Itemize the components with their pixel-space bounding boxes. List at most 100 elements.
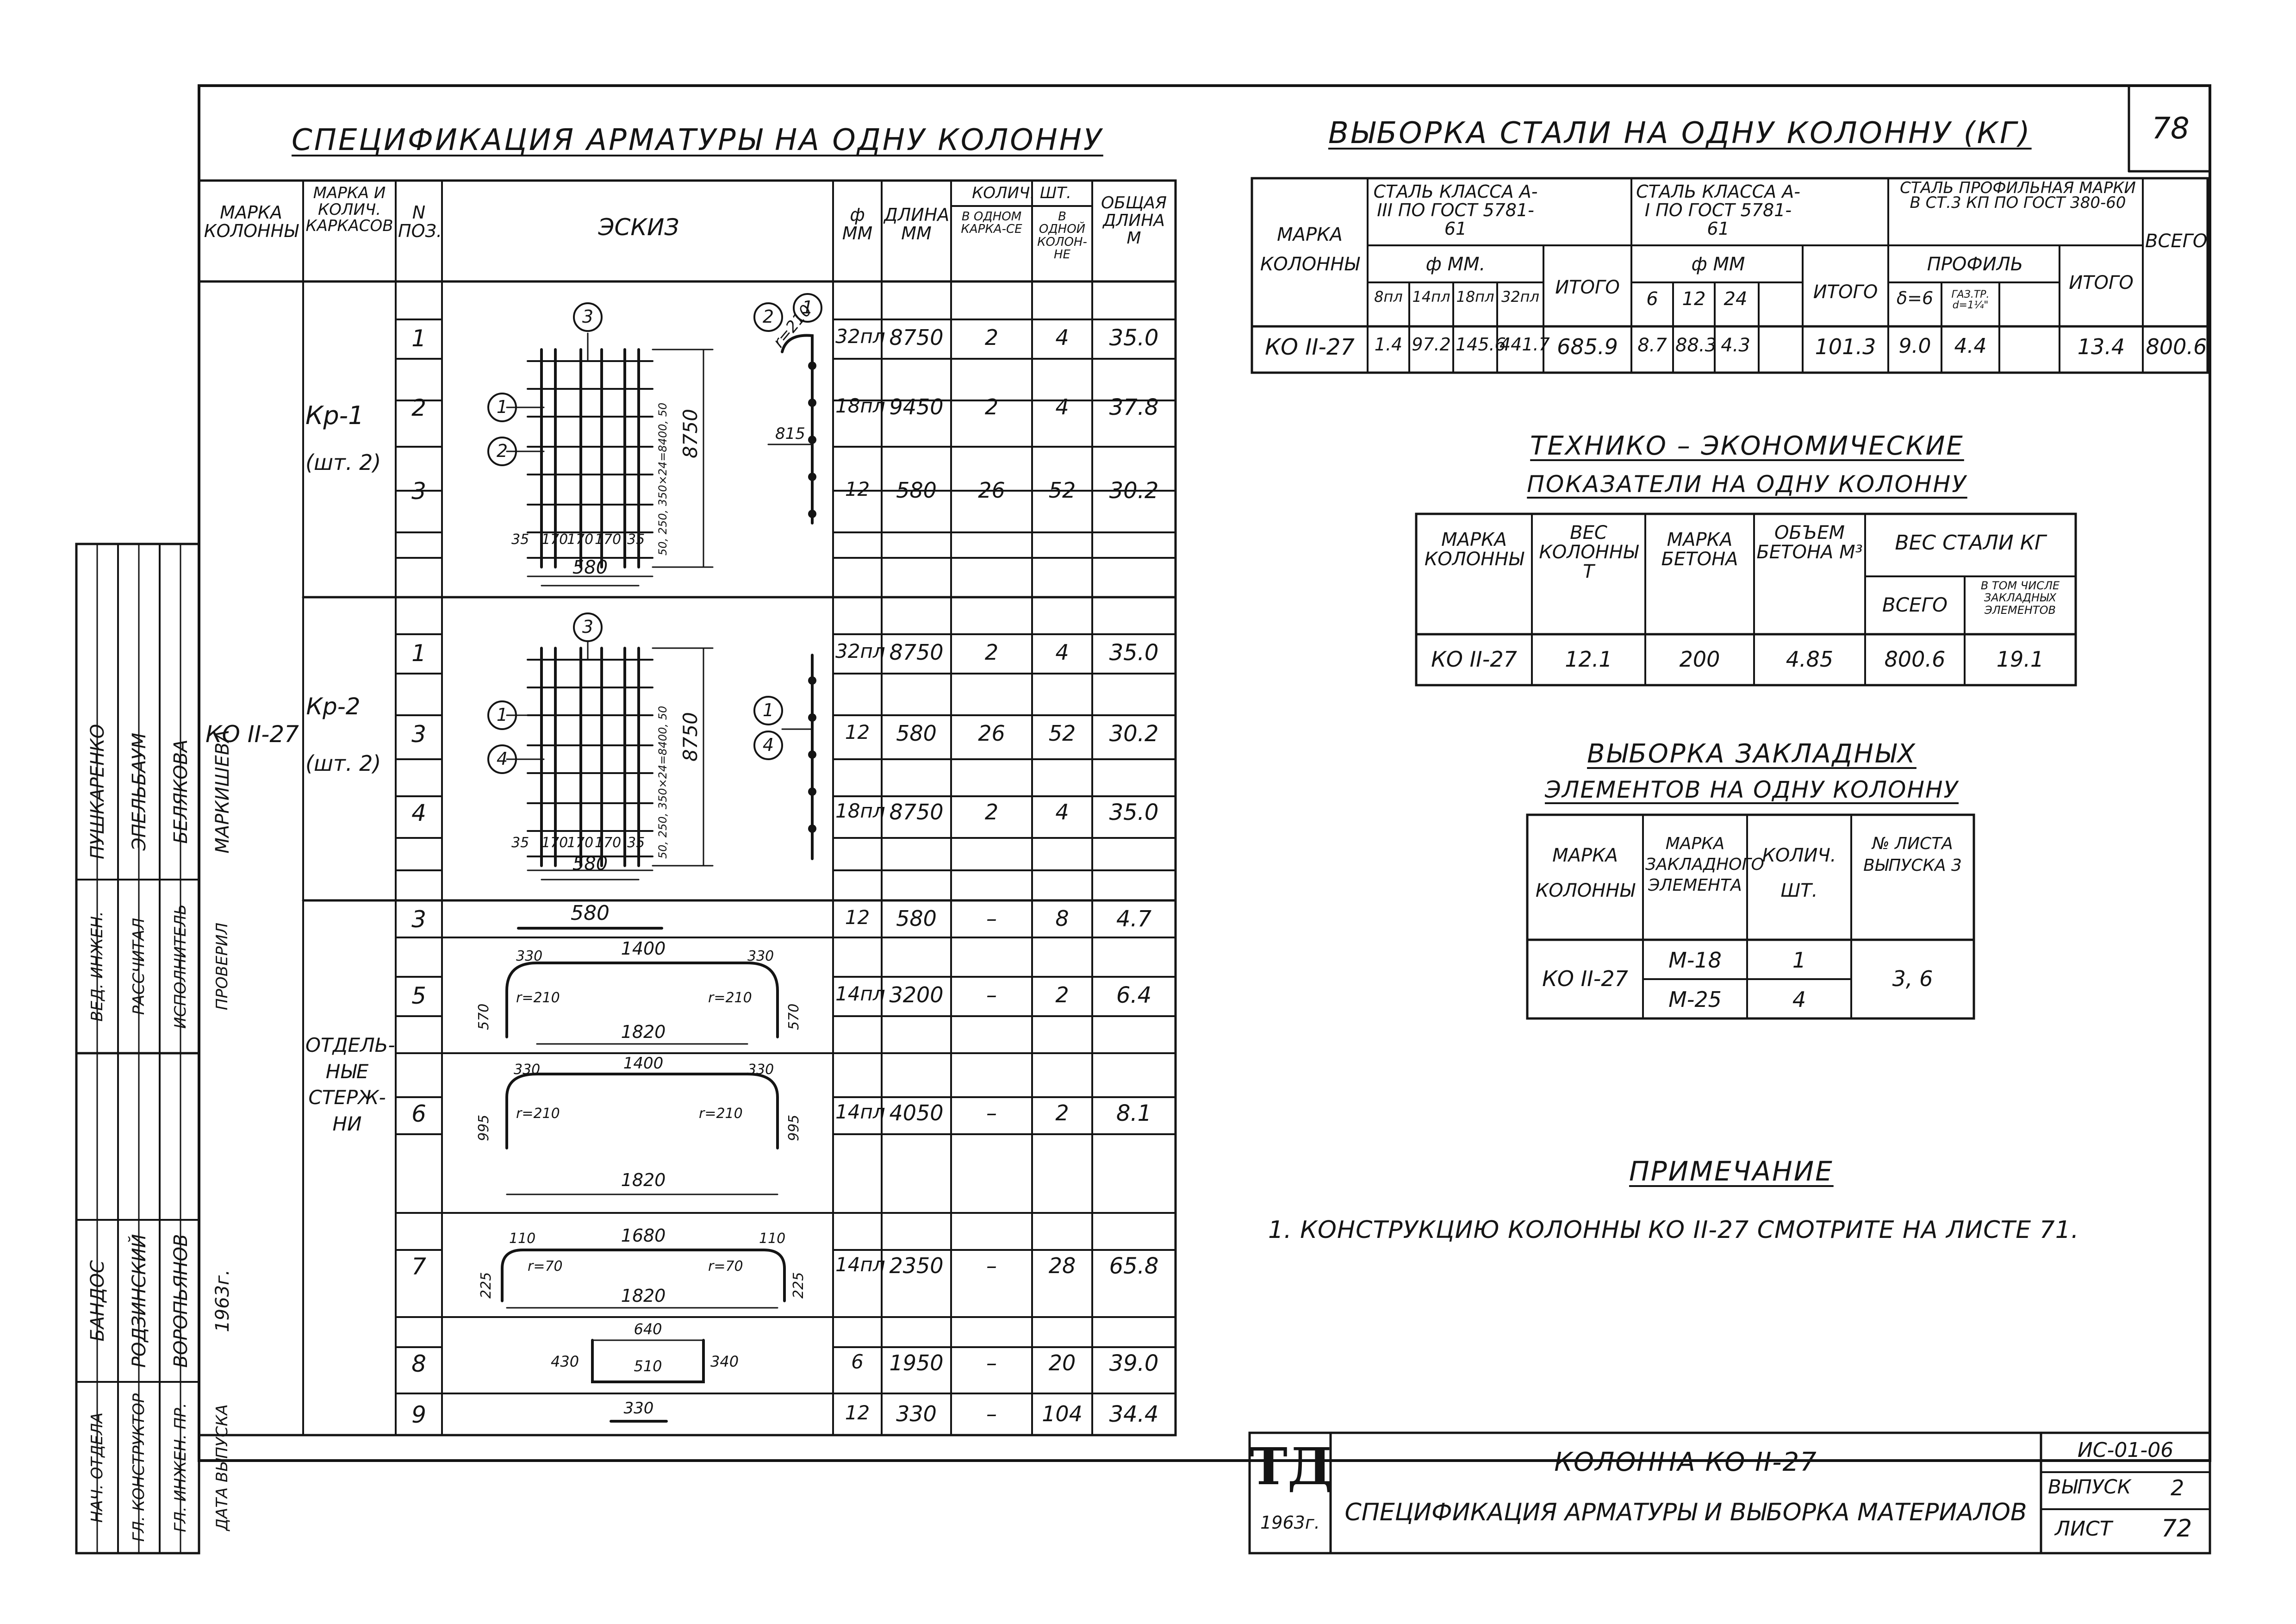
steel-header-marka: МАРКА КОЛОННЫ	[1260, 224, 1360, 275]
steel-subheader-prof: ГАЗ.ТР. d=1¼"	[1951, 289, 1990, 312]
dim-label: 170	[567, 835, 594, 851]
steel-row-prof-total: 13.4	[2077, 334, 2125, 359]
embedded-header-marka: МАРКА КОЛОННЫ	[1535, 845, 1635, 901]
steel-subheader-a1: 12	[1682, 288, 1706, 310]
bar9-label: 330	[623, 1399, 654, 1418]
title-block-issue-label: ВЫПУСК	[2048, 1475, 2131, 1498]
side-stamp-entry: 1963г.	[212, 1269, 233, 1332]
bar6-label: 1400	[623, 1054, 664, 1073]
spec-row-qty-frame: 26	[978, 478, 1005, 503]
side-stamp-entry: МАРКИШЕВА	[212, 730, 233, 854]
tech-header-concrete: МАРКА БЕТОНА	[1661, 529, 1738, 570]
tech-row-concrete: 200	[1679, 647, 1720, 672]
tech-row-weight: 12.1	[1565, 647, 1612, 672]
side-stamp-entry: РОДЗИНСКИЙ	[129, 1234, 150, 1368]
side-stamp-entry: ИСПОЛНИТЕЛЬ	[171, 904, 190, 1029]
spec-header-qty-frame: В ОДНОМ КАРКА-СЕ	[961, 210, 1022, 237]
spec-column-mark: КО II-27	[205, 721, 299, 748]
spec-row-length: 330	[896, 1401, 937, 1426]
spec-header-qty-col: В ОДНОЙ КОЛОН-НЕ	[1037, 210, 1087, 262]
spec-row-qty-col: 8	[1055, 906, 1069, 931]
spec-row-length: 8750	[889, 800, 944, 824]
bar7-label: 1820	[621, 1286, 666, 1306]
steel-header-itogo-a1: ИТОГО	[1813, 281, 1878, 303]
spec-row-total-length: 30.2	[1109, 721, 1159, 747]
spec-row-qty-frame: –	[986, 1350, 997, 1375]
bar7-label: 225	[790, 1272, 807, 1299]
spec-row-dia: 12	[845, 906, 870, 929]
steel-row-a3: 1.4	[1374, 334, 1403, 355]
steel-row-a1-total: 101.3	[1815, 334, 1876, 359]
embedded-row-sheet: 3, 6	[1892, 966, 1933, 991]
spec-row-total-length: 6.4	[1116, 982, 1152, 1008]
spec-group-kr1-sub: (шт. 2)	[305, 450, 381, 475]
tech-title-1: ТЕХНИКО – ЭКОНОМИЧЕСКИЕ	[1530, 431, 1964, 461]
circle-label: 4	[762, 735, 774, 755]
side-stamp-entry: БАНДОС	[87, 1260, 108, 1342]
spec-row-total-length: 34.4	[1109, 1401, 1159, 1427]
embedded-header-qty: КОЛИЧ. ШТ.	[1762, 845, 1836, 901]
spec-row-pos: 9	[411, 1401, 426, 1428]
spec-row-total-length: 35.0	[1109, 325, 1159, 351]
dim-label: 170	[541, 835, 568, 851]
steel-header-prof: СТАЛЬ ПРОФИЛЬНАЯ МАРКИ В СТ.3 КП ПО ГОСТ…	[1900, 179, 2136, 212]
sheet-number: 78	[2152, 112, 2190, 146]
side-stamp-entry: НАЧ. ОТДЕЛА	[88, 1412, 106, 1523]
embedded-header-element: МАРКА ЗАКЛАДНОГО ЭЛЕМЕНТА	[1645, 834, 1764, 895]
spec-row-total-length: 35.0	[1109, 800, 1159, 825]
title-block-logo-year: 1963г.	[1260, 1512, 1320, 1533]
bar7-label: 110	[759, 1230, 786, 1247]
spec-header-dia: ф ММ	[842, 205, 873, 244]
embedded-header-sheet: № ЛИСТА ВЫПУСКА 3	[1863, 834, 1962, 875]
spec-row-total-length: 35.0	[1109, 640, 1159, 666]
spec-row-pos: 1	[411, 325, 426, 352]
spec-row-qty-frame: 2	[984, 325, 999, 350]
tech-row-embedded: 19.1	[1996, 647, 2044, 672]
spec-row-length: 1950	[889, 1350, 944, 1375]
steel-row-a3: 441.7	[1500, 334, 1550, 355]
spec-row-total-length: 4.7	[1116, 906, 1152, 932]
steel-row-a1: 88.3	[1675, 335, 1717, 356]
bar7-label: 1680	[621, 1225, 666, 1246]
spec-group-kr2-label: Кр-2	[306, 693, 361, 720]
steel-subheader-prof: δ=6	[1896, 288, 1934, 308]
title-block-grid	[1248, 1431, 2211, 1555]
bar6-label: 995	[786, 1114, 802, 1141]
bar5-label: 570	[476, 1003, 492, 1030]
spec-row-total-length: 39.0	[1109, 1350, 1159, 1376]
steel-header-total: ВСЕГО	[2145, 231, 2208, 252]
bar6-label: 330	[747, 1062, 774, 1078]
note-text: 1. КОНСТРУКЦИЮ КОЛОННЫ КО II-27 СМОТРИТЕ…	[1268, 1216, 2079, 1244]
tech-header-volume: ОБЪЕМ БЕТОНА М³	[1756, 522, 1863, 563]
spec-row-qty-col: 52	[1048, 478, 1076, 503]
bar5-label: 570	[786, 1003, 802, 1030]
dim-label: 580	[572, 557, 608, 578]
spec-row-pos: 5	[411, 982, 426, 1009]
dim-label: 35	[627, 531, 645, 548]
steel-row-total: 800.6	[2146, 334, 2207, 359]
bar5-label: r=210	[708, 990, 752, 1006]
side-stamp-entry: ВОРОПЬЯНОВ	[170, 1234, 192, 1368]
circle-label: 1	[762, 700, 774, 720]
tech-row-volume: 4.85	[1786, 647, 1834, 672]
embedded-title-1: ВЫБОРКА ЗАКЛАДНЫХ	[1587, 739, 1916, 769]
steel-header-phi-a1: ф ММ	[1691, 254, 1745, 275]
spec-row-qty-frame: –	[986, 906, 997, 931]
circle-label: 2	[496, 441, 508, 461]
dim-label: 170	[541, 531, 568, 548]
spec-row-pos: 8	[411, 1350, 426, 1377]
bar6-label: r=210	[699, 1106, 743, 1122]
spec-row-length: 9450	[889, 394, 944, 419]
steel-row-a1: 4.3	[1721, 335, 1750, 356]
title-block-logo: ТД	[1250, 1437, 1333, 1496]
circle-label: 2	[762, 306, 774, 327]
circle-label: 4	[496, 749, 508, 769]
embedded-title-2: ЭЛЕМЕНТОВ НА ОДНУ КОЛОННУ	[1544, 776, 1959, 803]
spec-header-frame-marka: МАРКА И КОЛИЧ. КАРКАСОВ	[305, 184, 393, 236]
spec-header-col-marka: МАРКА КОЛОННЫ	[204, 202, 299, 241]
embedded-row-marka: КО II-27	[1542, 966, 1628, 991]
steel-row-a3: 145.6	[1456, 334, 1506, 355]
spec-group-kr1-label: Кр-1	[305, 401, 364, 430]
steel-table-grid	[1251, 177, 2209, 374]
